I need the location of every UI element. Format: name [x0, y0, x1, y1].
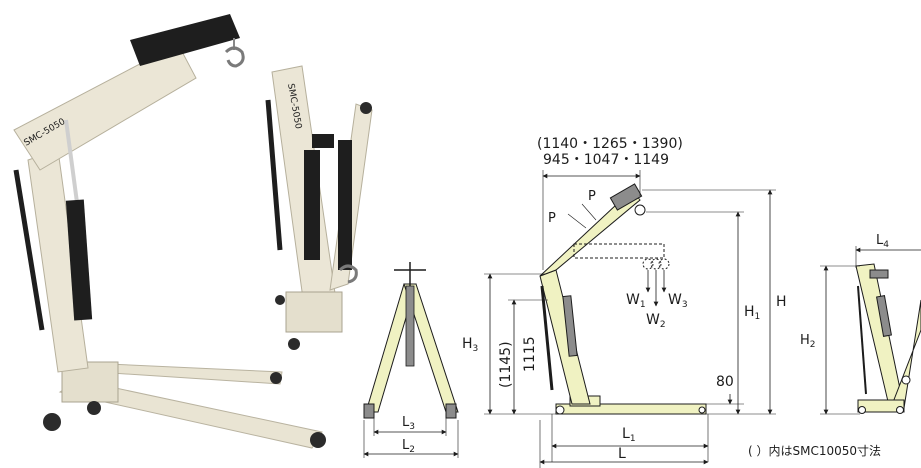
height-h-label: H: [776, 294, 787, 310]
boom-step-1: P: [548, 211, 556, 226]
crane-photo-folded: SMC-5050: [265, 65, 373, 350]
boom-step-2: P: [588, 189, 596, 204]
dimension-footnote: ( ）内はSMC10050寸法: [748, 444, 882, 458]
width-l2-label: L2: [402, 438, 415, 455]
height-h3-label: H3: [462, 336, 478, 354]
reach-top-label: (1140・1265・1390): [537, 136, 683, 152]
leg-length-l-label: L: [618, 446, 626, 462]
side-view-drawing: W1 W3 W2 P P (1140・1265・1390) 945・1047・1…: [462, 136, 787, 468]
load-w1-label: W1: [626, 292, 646, 310]
folded-view-drawing: L4 H2: [800, 233, 921, 415]
crane-photo-open: SMC-5050: [13, 14, 326, 449]
height-h2-label: H2: [800, 333, 816, 350]
width-l3-label: L3: [402, 415, 415, 432]
load-w2-label: W2: [646, 312, 666, 330]
height-1115-label: 1115: [522, 336, 538, 372]
width-l4-label: L4: [876, 233, 889, 250]
front-view-drawing: L3 L2: [363, 262, 459, 458]
height-1145-label: (1145): [498, 341, 514, 388]
leg-length-l1-label: L1: [622, 426, 636, 444]
ground-clearance-label: 80: [716, 374, 734, 390]
hook-icon: [224, 46, 245, 68]
height-h1-label: H1: [744, 304, 760, 322]
reach-bottom-label: 945・1047・1149: [543, 152, 669, 168]
folded-hook-icon: [338, 264, 358, 284]
load-w3-label: W3: [668, 292, 688, 310]
